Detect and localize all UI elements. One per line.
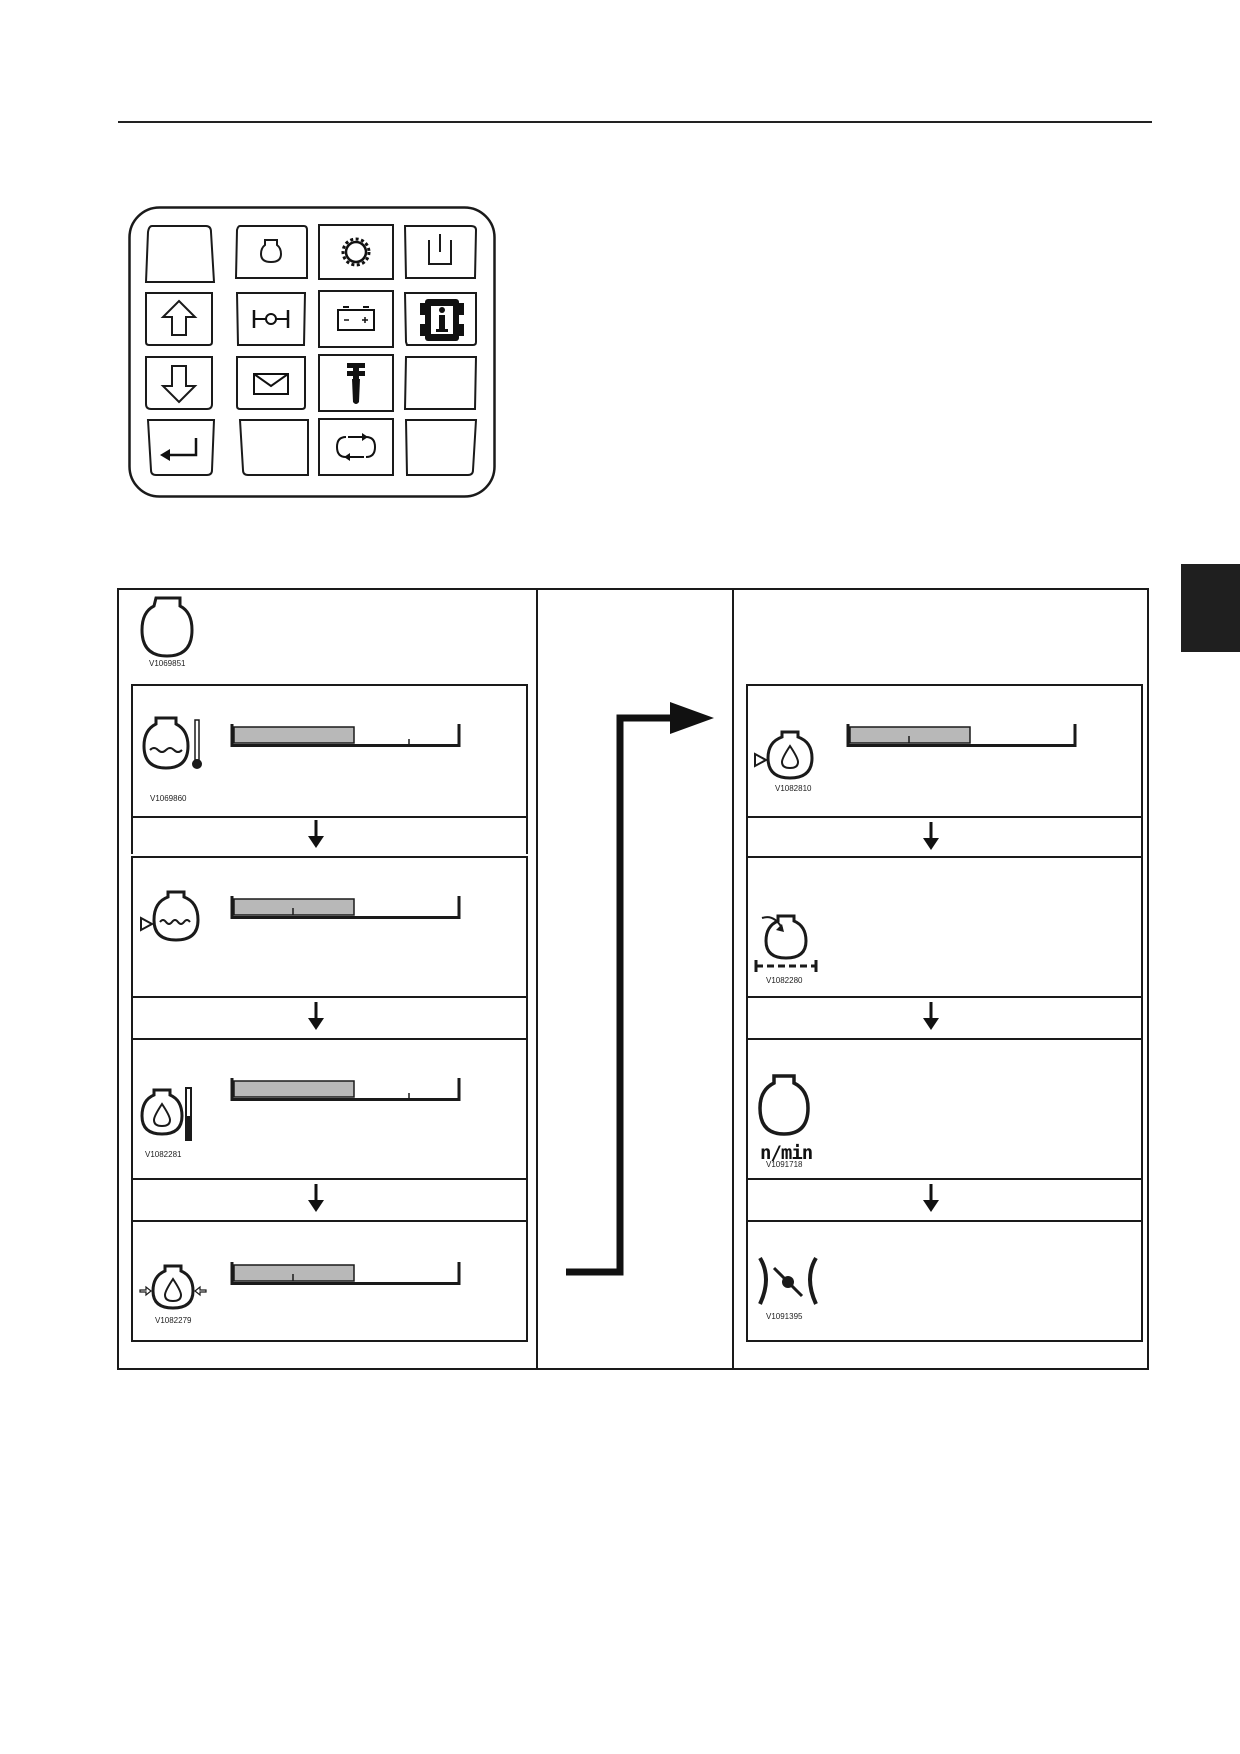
panel-oil-pressure bbox=[131, 1220, 528, 1342]
left-arrow-1 bbox=[308, 820, 324, 848]
key-cycle[interactable] bbox=[318, 418, 394, 476]
engine-speed-unit: n/min bbox=[760, 1142, 813, 1164]
section-tab bbox=[1181, 564, 1240, 652]
coolant-level-gauge bbox=[230, 896, 462, 922]
engine-oil-pressure-icon bbox=[139, 1264, 207, 1310]
engine-symbol-code: V1069851 bbox=[149, 659, 186, 668]
key-blank-bottom-2[interactable] bbox=[238, 418, 310, 478]
machine-info-icon bbox=[420, 299, 464, 341]
keypad-panel bbox=[128, 206, 496, 498]
coolant-temperature-code: V1069860 bbox=[150, 794, 187, 803]
key-message[interactable] bbox=[234, 354, 308, 412]
arrow-up-icon bbox=[160, 299, 198, 336]
throttle-symbol bbox=[754, 1254, 824, 1310]
hydraulic-tank-icon bbox=[428, 234, 452, 265]
oil-pressure-gauge bbox=[230, 1262, 462, 1288]
oil-level-gauge bbox=[846, 724, 1078, 750]
battery-icon bbox=[337, 306, 375, 331]
arrow-down-icon bbox=[160, 365, 198, 404]
key-transmission[interactable] bbox=[318, 224, 394, 280]
key-battery[interactable] bbox=[318, 290, 394, 348]
engine-coolant-level-icon bbox=[140, 890, 200, 942]
envelope-icon bbox=[253, 373, 289, 395]
intake-code: V1082280 bbox=[766, 976, 803, 985]
key-service[interactable] bbox=[318, 354, 394, 412]
left-arrow-2 bbox=[308, 1002, 324, 1030]
key-blank-mid-right[interactable] bbox=[403, 354, 481, 412]
right-arrow-1 bbox=[923, 822, 939, 850]
diagram-divider-right bbox=[732, 588, 734, 1370]
panel-oil-level bbox=[746, 684, 1143, 818]
intake-symbol bbox=[752, 906, 822, 976]
key-blank-top-left[interactable] bbox=[144, 224, 216, 284]
flow-connector-arrow bbox=[566, 702, 714, 1276]
engine-symbol bbox=[134, 594, 204, 670]
engine-speed-icon bbox=[758, 1074, 810, 1136]
key-hydraulic[interactable] bbox=[403, 224, 479, 280]
engine-intake-icon bbox=[754, 914, 818, 972]
axle-icon bbox=[252, 310, 290, 328]
key-axle[interactable] bbox=[234, 290, 308, 348]
engine-icon bbox=[259, 239, 283, 264]
keypad-frame bbox=[128, 206, 496, 498]
oil-temperature-code: V1082281 bbox=[145, 1150, 182, 1159]
cycle-icon bbox=[335, 433, 377, 461]
engine-speed-code: V1091718 bbox=[766, 1160, 803, 1169]
coolant-temperature-symbol bbox=[138, 714, 214, 784]
oil-level-code: V1082810 bbox=[775, 784, 812, 793]
right-arrow-2 bbox=[923, 1002, 939, 1030]
oil-level-symbol bbox=[752, 728, 822, 790]
oil-pressure-code: V1082279 bbox=[155, 1316, 192, 1325]
wrench-icon bbox=[347, 363, 365, 404]
diagram-divider-left bbox=[536, 588, 538, 1370]
coolant-temperature-gauge bbox=[230, 724, 462, 750]
engine-oil-temperature-icon bbox=[140, 1087, 192, 1141]
key-down[interactable] bbox=[143, 354, 215, 412]
panel-intake bbox=[746, 856, 1143, 998]
panel-throttle bbox=[746, 1220, 1143, 1342]
enter-icon bbox=[160, 438, 198, 461]
panel-engine-speed bbox=[746, 1038, 1143, 1180]
panel-oil-temperature bbox=[131, 1038, 528, 1180]
oil-temperature-gauge bbox=[230, 1078, 462, 1104]
throttle-icon bbox=[758, 1256, 818, 1305]
left-separator-1 bbox=[131, 814, 528, 854]
panel-coolant-level bbox=[131, 856, 528, 998]
key-engine[interactable] bbox=[234, 224, 308, 280]
oil-temperature-symbol bbox=[138, 1086, 200, 1148]
left-arrow-3 bbox=[308, 1184, 324, 1212]
diagram-frame bbox=[117, 588, 1149, 1370]
gear-icon bbox=[341, 237, 371, 267]
oil-pressure-symbol bbox=[138, 1262, 208, 1318]
throttle-code: V1091395 bbox=[766, 1312, 803, 1321]
left-separator-3 bbox=[131, 1176, 528, 1220]
right-arrow-3 bbox=[923, 1184, 939, 1212]
panel-coolant-temperature bbox=[131, 684, 528, 818]
coolant-level-symbol bbox=[138, 888, 208, 952]
key-up[interactable] bbox=[143, 290, 215, 348]
header-rule bbox=[118, 121, 1152, 123]
key-blank-bottom-4[interactable] bbox=[403, 418, 481, 478]
right-separator-2 bbox=[746, 994, 1143, 1038]
engine-speed-symbol bbox=[756, 1072, 816, 1142]
right-separator-3 bbox=[746, 1176, 1143, 1220]
left-separator-2 bbox=[131, 994, 528, 1038]
right-separator-1 bbox=[746, 814, 1143, 856]
engine-icon bbox=[140, 596, 194, 658]
key-machine-info[interactable] bbox=[403, 290, 481, 348]
engine-coolant-temperature-icon bbox=[142, 716, 202, 770]
key-enter[interactable] bbox=[146, 418, 216, 478]
engine-oil-level-icon bbox=[754, 730, 814, 780]
